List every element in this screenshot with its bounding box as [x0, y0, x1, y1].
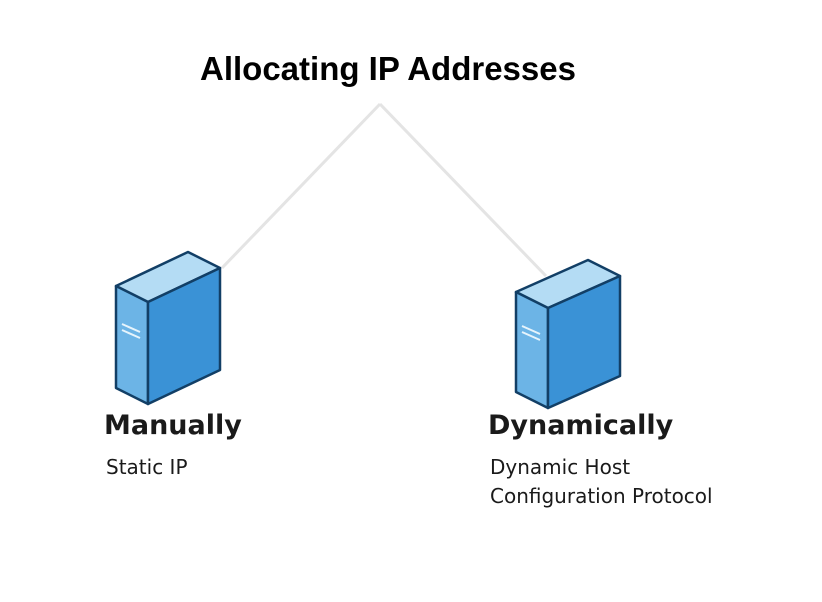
connector-right: [378, 102, 548, 278]
connector-left: [220, 102, 382, 270]
diagram-title: Allocating IP Addresses: [200, 50, 576, 87]
node-subtitle-line: Configuration Protocol: [490, 484, 713, 508]
server-icon: [514, 258, 622, 410]
node-subtitle-dynamically: Dynamic Host Configuration Protocol: [490, 453, 713, 511]
node-subtitle-manually: Static IP: [106, 453, 188, 482]
node-subtitle-line: Static IP: [106, 455, 188, 479]
node-label-manually: Manually: [104, 410, 242, 441]
node-label-dynamically: Dynamically: [488, 410, 674, 441]
server-icon: [114, 250, 222, 406]
node-subtitle-line: Dynamic Host: [490, 455, 631, 479]
